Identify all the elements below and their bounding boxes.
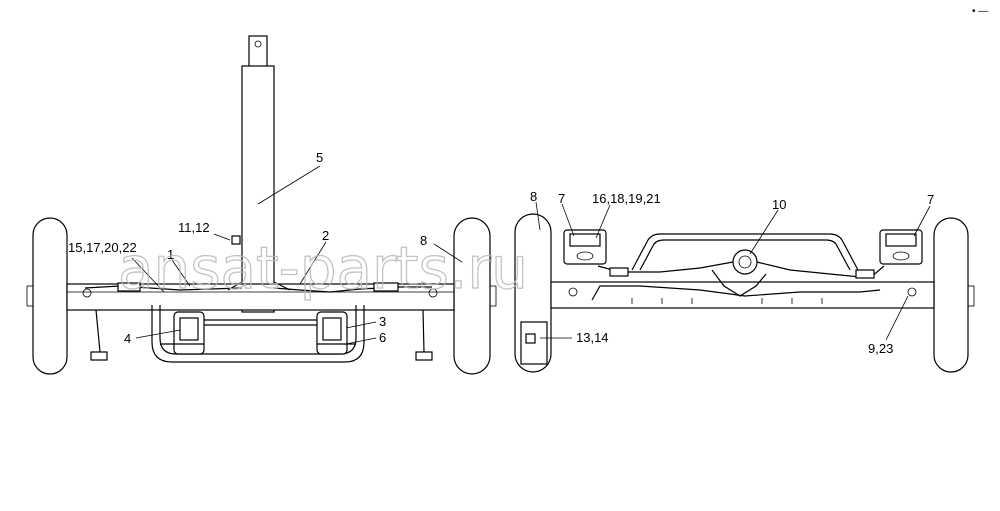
top-frame <box>631 233 859 271</box>
right-wheel-b <box>933 217 975 373</box>
label-2: 2 <box>322 228 329 243</box>
label-9-23: 9,23 <box>868 341 893 356</box>
wiring-harness <box>591 261 885 301</box>
leader-lines-left <box>131 165 463 345</box>
cable-left <box>84 285 243 291</box>
support-legs <box>90 309 433 361</box>
right-view: 8 7 16,18,19,21 10 7 13,14 9,23 <box>514 189 975 373</box>
label-16-18-19-21: 16,18,19,21 <box>592 191 661 206</box>
beam-clips <box>631 298 823 304</box>
drawbar-tube <box>241 35 275 313</box>
label-3: 3 <box>379 314 386 329</box>
label-15-17-20-22: 15,17,20,22 <box>68 240 137 255</box>
connector-socket <box>732 249 758 275</box>
label-7-left: 7 <box>558 191 565 206</box>
rear-lamp-right <box>879 229 923 265</box>
label-11-12: 11,12 <box>178 220 210 235</box>
corner-mark: • — <box>972 6 988 17</box>
watermark: ansat-parts.ru <box>118 234 528 302</box>
label-13-14: 13,14 <box>576 330 609 345</box>
label-8-right: 8 <box>530 189 537 204</box>
rear-lamp-left <box>563 229 607 265</box>
left-view: 5 11,12 2 15,17,20,22 1 3 4 6 8 <box>26 35 497 375</box>
leader-lines-right <box>535 201 931 341</box>
label-5: 5 <box>316 150 323 165</box>
clamp-left <box>160 311 205 355</box>
label-7-right: 7 <box>927 192 934 207</box>
tube-bracket <box>227 281 291 291</box>
clamp-right <box>316 311 356 355</box>
label-4: 4 <box>124 331 131 346</box>
left-wheel-a <box>26 217 68 375</box>
label-6: 6 <box>379 330 386 345</box>
label-1: 1 <box>167 247 174 262</box>
label-10: 10 <box>772 197 786 212</box>
label-8-left: 8 <box>420 233 427 248</box>
